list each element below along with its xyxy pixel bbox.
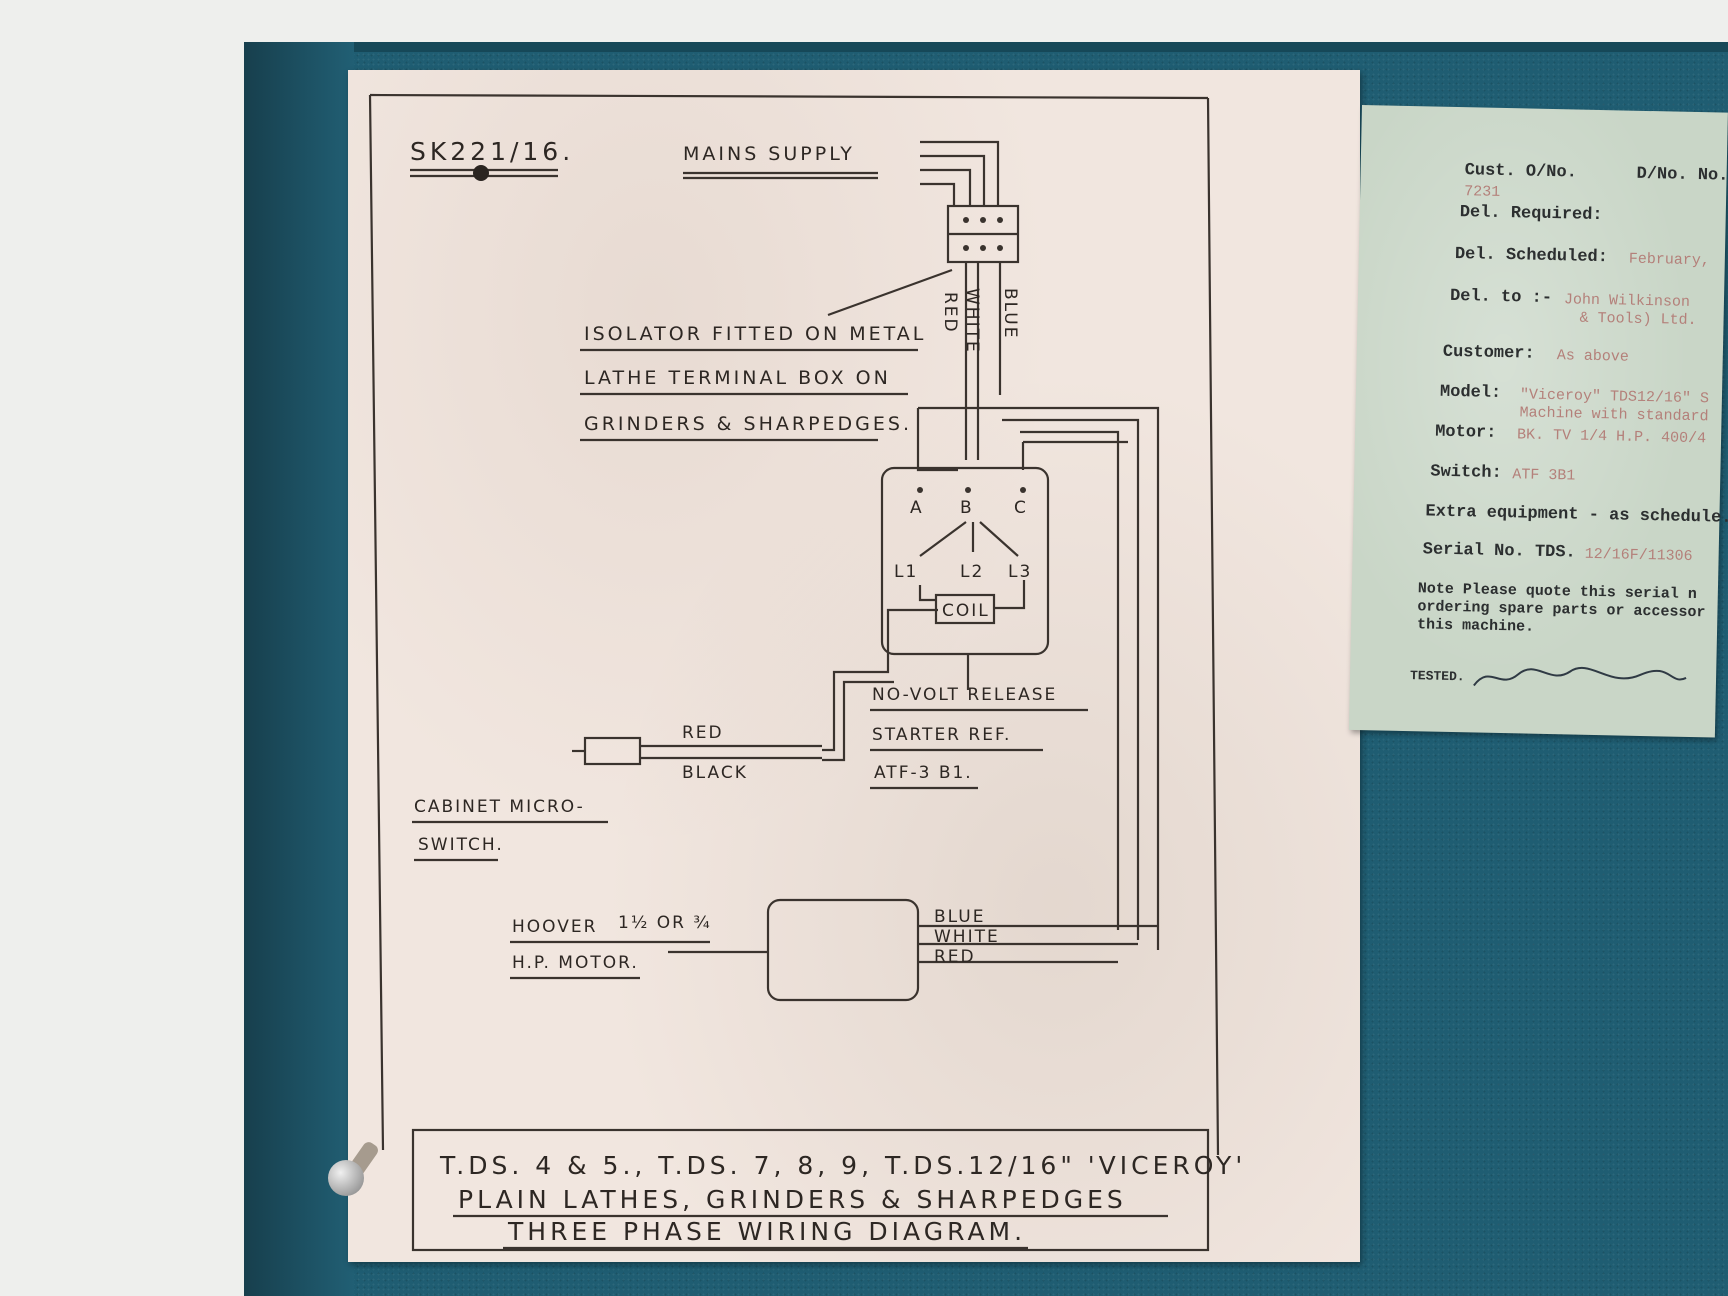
customer-value: As above [1556, 347, 1629, 366]
motor-box [766, 898, 920, 1002]
terminal-c: C [1014, 498, 1028, 518]
isolator-leader [827, 268, 953, 317]
note-line-3: this machine. [1416, 616, 1535, 636]
motor-line-2: H.P. MOTOR. [512, 953, 639, 973]
motor-label: Motor: [1434, 422, 1497, 443]
terminal-b: B [960, 498, 974, 518]
title-line-2: PLAIN LATHES, GRINDERS & SHARPEDGES [458, 1185, 1127, 1214]
isolator-pin [997, 245, 1003, 251]
wire-label-white: WHITE [962, 288, 982, 354]
title-line-3: THREE PHASE WIRING DIAGRAM. [507, 1217, 1026, 1246]
switch-label: Switch: [1430, 462, 1502, 484]
switch-wire-red: RED [682, 723, 724, 743]
terminal-dot-b [965, 487, 971, 493]
cust-order-value: 7231 [1464, 183, 1501, 201]
motor-wire-white: WHITE [934, 927, 1000, 947]
mains-wires [920, 140, 1000, 206]
feed-wires [964, 262, 1002, 460]
door-latch-knob[interactable] [328, 1160, 364, 1196]
isolator-pin [980, 245, 986, 251]
del-scheduled-value: February, [1628, 250, 1711, 270]
isolator-line-1: ISOLATOR FITTED ON METAL [584, 323, 926, 345]
isolator-pin [963, 245, 969, 251]
isolator-pin [997, 217, 1003, 223]
terminal-l1: L1 [894, 562, 918, 582]
motor-wire-red: RED [934, 947, 976, 967]
switch-wires [822, 608, 938, 762]
d-no-label: D/No. No. [1636, 164, 1728, 186]
motor-line-1: HOOVER [512, 917, 597, 937]
specification-plate: Cust. O/No. 7231 D/No. No. Del. Required… [1348, 105, 1728, 738]
motor-hp-options: 1½ OR ¾ [618, 913, 712, 933]
del-scheduled-label: Del. Scheduled: [1454, 244, 1609, 268]
cabinet-door-edge [244, 42, 354, 1296]
isolator-line-3: GRINDERS & SHARPEDGES. [584, 413, 912, 435]
motor-terminal-wires [918, 924, 1158, 964]
del-to-value-2: & Tools) Ltd. [1579, 309, 1697, 330]
tested-signature [1473, 666, 1687, 687]
del-required-label: Del. Required: [1459, 203, 1603, 226]
model-value-2: Machine with standard [1519, 404, 1709, 426]
extra-equipment: Extra equipment - as schedule. [1425, 502, 1728, 528]
cabinet-line-2: SWITCH. [418, 835, 504, 855]
terminal-l3: L3 [1008, 562, 1032, 582]
switch-value: ATF 3B1 [1512, 466, 1576, 485]
serial-label: Serial No. TDS. [1422, 540, 1576, 563]
isolator-line-2: LATHE TERMINAL BOX ON [584, 367, 891, 389]
tested-label: TESTED. [1409, 668, 1465, 685]
coil-label: COIL [942, 601, 990, 621]
model-label: Model: [1439, 382, 1502, 403]
starter-box [880, 466, 1050, 656]
starter-line-3: ATF-3 B1. [874, 763, 973, 783]
punch-hole [473, 165, 489, 181]
title-box [411, 1128, 1210, 1252]
sheet-border [368, 93, 1220, 1156]
micro-switch-leads [640, 744, 822, 760]
del-to-value-1: John Wilkinson [1563, 291, 1691, 311]
wire-label-blue: BLUE [1000, 288, 1020, 339]
wiring-diagram-sheet: SK221/16. MAINS SUPPLY RED WHITE BLUE [348, 70, 1360, 1262]
coil-wires [918, 580, 1026, 610]
switch-wire-black: BLACK [682, 763, 748, 783]
motor-value: BK. TV 1/4 H.P. 400/4 [1516, 426, 1707, 448]
cust-order-label: Cust. O/No. [1464, 161, 1578, 183]
cabinet-line-1: CABINET MICRO- [414, 797, 585, 817]
wiring-diagram: SK221/16. MAINS SUPPLY RED WHITE BLUE [368, 93, 1246, 1252]
terminal-a: A [910, 498, 924, 518]
del-to-label: Del. to :- [1449, 286, 1553, 309]
starter-line-1: NO-VOLT RELEASE [872, 685, 1057, 705]
motor-feed-wires [916, 406, 1160, 950]
terminal-c-feed [1021, 440, 1128, 470]
terminal-dot-a [917, 487, 923, 493]
mains-supply-label: MAINS SUPPLY [683, 143, 855, 165]
isolator-pin [980, 217, 986, 223]
isolator-pin [963, 217, 969, 223]
terminal-dot-c [1020, 487, 1026, 493]
micro-switch [583, 736, 642, 766]
customer-label: Customer: [1442, 342, 1535, 364]
title-line-1: T.DS. 4 & 5., T.DS. 7, 8, 9, T.DS.12/16"… [439, 1151, 1246, 1180]
motor-wire-blue: BLUE [934, 907, 985, 927]
serial-value: 12/16F/11306 [1584, 545, 1693, 566]
starter-line-2: STARTER REF. [872, 725, 1011, 745]
wire-label-red: RED [940, 292, 960, 334]
contactor-links [919, 521, 1019, 557]
terminal-l2: L2 [960, 562, 984, 582]
sheet-reference: SK221/16. [410, 137, 574, 166]
